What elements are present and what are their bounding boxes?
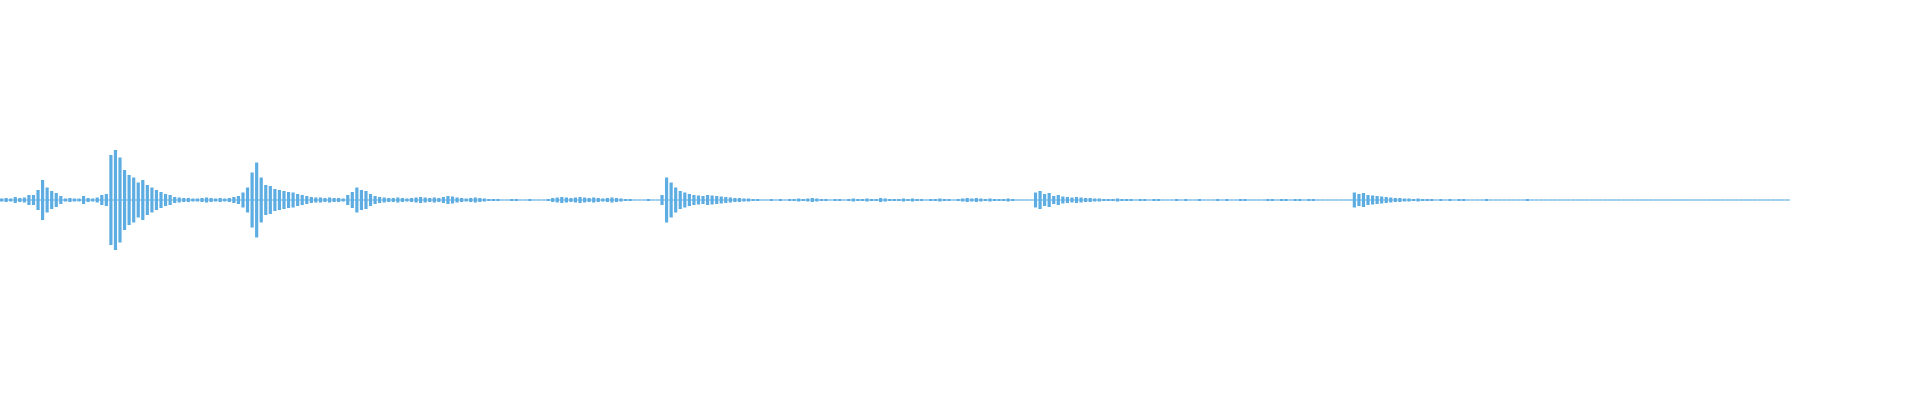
waveform-bars <box>0 150 1790 250</box>
